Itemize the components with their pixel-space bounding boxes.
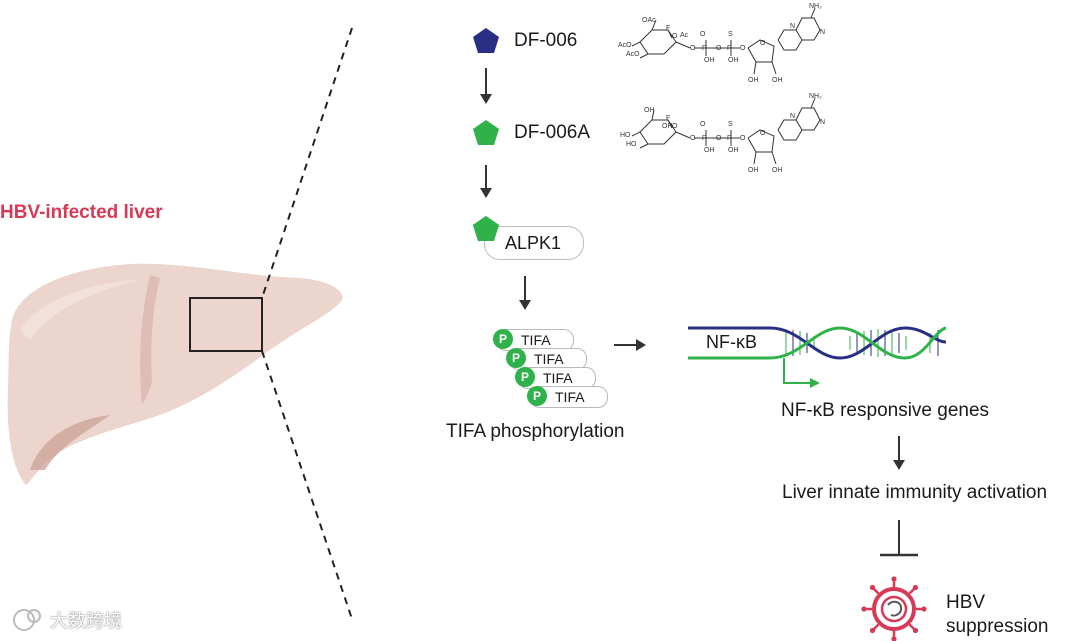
svg-text:O: O [716,45,722,52]
liver-lobe [7,263,343,485]
tifa-label: TIFA [543,370,573,386]
svg-text:P: P [702,135,707,142]
svg-text:P: P [727,135,732,142]
df006a-pentagon [473,120,499,145]
phospho-badge: P [493,329,513,349]
nfkb-label: NF-κB [702,332,761,353]
alpk1-pill: ALPK1 [484,226,585,260]
liver-illustration [7,263,343,485]
liver-label: HBV-infected liver [0,202,163,223]
arrow-alpk1-to-tifa [519,276,531,310]
svg-text:O: O [740,45,746,52]
phospho-badge: P [515,367,535,387]
svg-text:N: N [790,113,795,120]
svg-text:OH: OH [748,167,759,174]
svg-text:N: N [790,23,795,30]
immunity-label: Liver innate immunity activation [782,482,1048,503]
arrow-df006a-to-alpk1 [480,165,492,198]
svg-text:S: S [728,121,733,128]
svg-text:OH: OH [728,147,739,154]
svg-text:O: O [672,33,678,40]
hbv-label-line2: suppression [946,616,1049,637]
df006-pentagon [473,28,499,53]
svg-text:NH₂: NH₂ [809,3,822,10]
df006-atoms: OAc F O Ac AcO AcO O O P OH O S P OH O O… [618,3,825,84]
df006-structure [631,7,821,75]
svg-text:OH: OH [748,77,759,84]
alpk1-label: ALPK1 [505,233,562,253]
svg-text:OH: OH [662,123,673,130]
tifa-label: TIFA [534,351,564,367]
tifa-pill: P TIFA [527,386,608,408]
df006a-structure [631,97,821,165]
svg-text:O: O [690,135,696,142]
svg-text:F: F [666,25,670,32]
alpk1-ligand-overlay [473,216,499,241]
svg-text:OH: OH [704,57,715,64]
zoom-line-bottom [261,350,354,623]
svg-text:OH: OH [772,77,783,84]
svg-text:OH: OH [704,147,715,154]
svg-text:O: O [760,130,766,137]
watermark-logo [13,609,41,631]
svg-text:O: O [700,31,706,38]
watermark-text: 大数跨境 [50,611,122,631]
svg-text:O: O [690,45,696,52]
transcription-arrow [783,358,820,388]
tifa-pill: P TIFA [493,329,574,351]
dna-helix [688,326,947,360]
svg-text:P: P [727,45,732,52]
svg-text:S: S [728,31,733,38]
liver-underside [30,415,110,470]
svg-text:HO: HO [626,141,637,148]
svg-text:OAc: OAc [642,17,656,24]
arrow-genes-to-immunity [893,436,905,470]
tifa-caption: TIFA phosphorylation [446,421,625,442]
svg-text:OH: OH [644,107,655,114]
phospho-badge: P [506,348,526,368]
svg-text:O: O [700,121,706,128]
arrow-df006-to-df006a [480,68,492,104]
zoom-box [189,297,263,352]
svg-text:AcO: AcO [626,51,640,58]
svg-text:OH: OH [728,57,739,64]
df006a-label: DF-006A [514,122,591,143]
tifa-label: TIFA [521,332,551,348]
hbv-label-line1: HBV [946,592,986,613]
liver-highlight [20,280,140,340]
dna-strand-green [688,326,947,360]
zoom-line-top [261,27,353,299]
tifa-label: TIFA [555,389,585,405]
svg-text:N: N [820,119,825,126]
svg-text:OH: OH [772,167,783,174]
svg-text:O: O [672,123,678,130]
svg-text:O: O [760,40,766,47]
svg-text:F: F [666,115,670,122]
svg-text:O: O [716,135,722,142]
svg-text:NH₂: NH₂ [809,93,822,100]
svg-text:P: P [702,45,707,52]
arrow-tifa-to-nfkb [614,339,646,351]
svg-text:O: O [740,135,746,142]
phospho-badge: P [527,386,547,406]
dna-strand-blue [688,326,947,360]
svg-text:HO: HO [620,132,631,139]
liver-fold [140,275,160,405]
svg-text:N: N [820,29,825,36]
svg-text:Ac: Ac [680,32,689,39]
df006-label: DF-006 [514,30,578,51]
genes-label: NF-κB responsive genes [781,400,990,421]
hbv-virus-icon [861,576,927,641]
svg-text:AcO: AcO [618,42,632,49]
inhibition-bar [880,520,918,557]
df006a-atoms: OH F O OH HO HO O O P OH O S P OH O O OH… [620,93,825,174]
